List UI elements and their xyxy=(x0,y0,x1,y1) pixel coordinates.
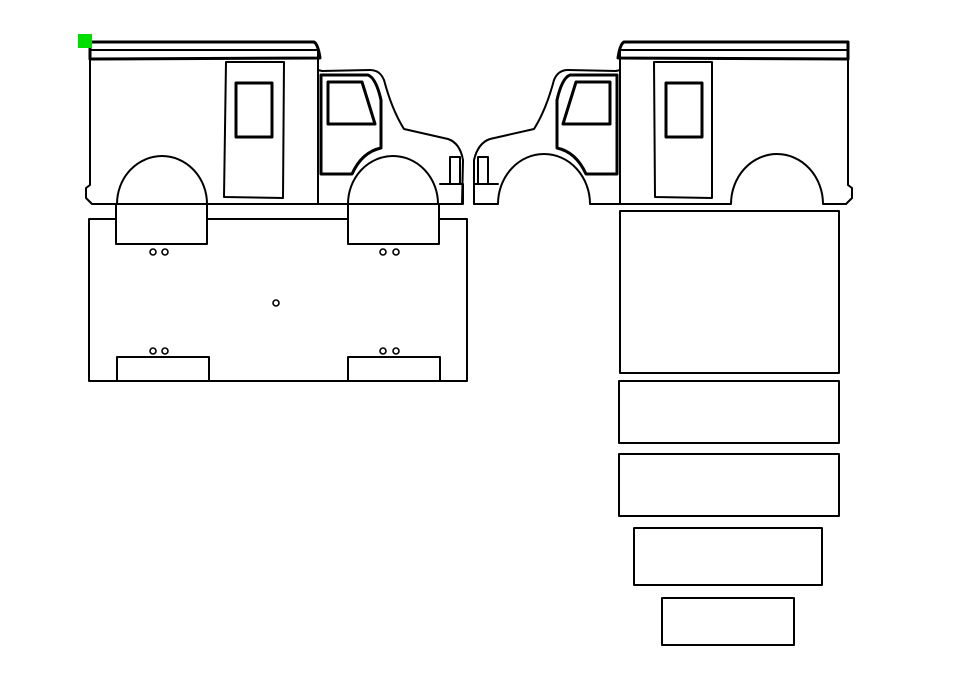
axle-hole xyxy=(149,248,157,256)
rear-right-wheel-tab xyxy=(347,356,441,382)
rear-left-wheel-tab xyxy=(347,203,440,245)
right-cab-door xyxy=(555,73,619,176)
left-roof-strip xyxy=(88,40,322,61)
origin-marker[interactable] xyxy=(78,34,92,48)
axle-hole xyxy=(392,347,400,355)
right-cab-window xyxy=(561,80,612,126)
left-cab-window xyxy=(326,80,377,126)
front-left-wheel-tab xyxy=(115,203,208,245)
right-side-outline xyxy=(473,49,853,205)
center-hole xyxy=(272,299,280,307)
axle-hole xyxy=(379,248,387,256)
base-plate xyxy=(88,203,468,382)
left-door-window xyxy=(234,81,274,139)
roof-panel xyxy=(619,210,840,374)
windshield-panel xyxy=(661,597,795,646)
right-roof-strip xyxy=(616,40,850,61)
right-side-panel xyxy=(473,40,853,205)
rear-panel xyxy=(618,453,840,517)
front-right-wheel-tab xyxy=(116,356,210,382)
axle-hole xyxy=(392,248,400,256)
axle-hole xyxy=(379,347,387,355)
hood-panel xyxy=(633,527,823,586)
left-headlight xyxy=(449,156,461,185)
front-panel xyxy=(618,380,840,444)
left-bumper xyxy=(439,183,464,205)
right-bumper xyxy=(473,183,499,205)
right-cargo-door xyxy=(653,61,713,199)
left-side-outline xyxy=(85,49,464,205)
axle-hole xyxy=(149,347,157,355)
left-cargo-door xyxy=(223,61,285,199)
base-plate-outline xyxy=(88,218,468,382)
axle-hole xyxy=(161,248,169,256)
right-headlight xyxy=(477,156,489,185)
left-side-panel xyxy=(85,40,464,205)
left-cab-door xyxy=(319,73,383,176)
right-door-window xyxy=(664,81,704,139)
axle-hole xyxy=(161,347,169,355)
